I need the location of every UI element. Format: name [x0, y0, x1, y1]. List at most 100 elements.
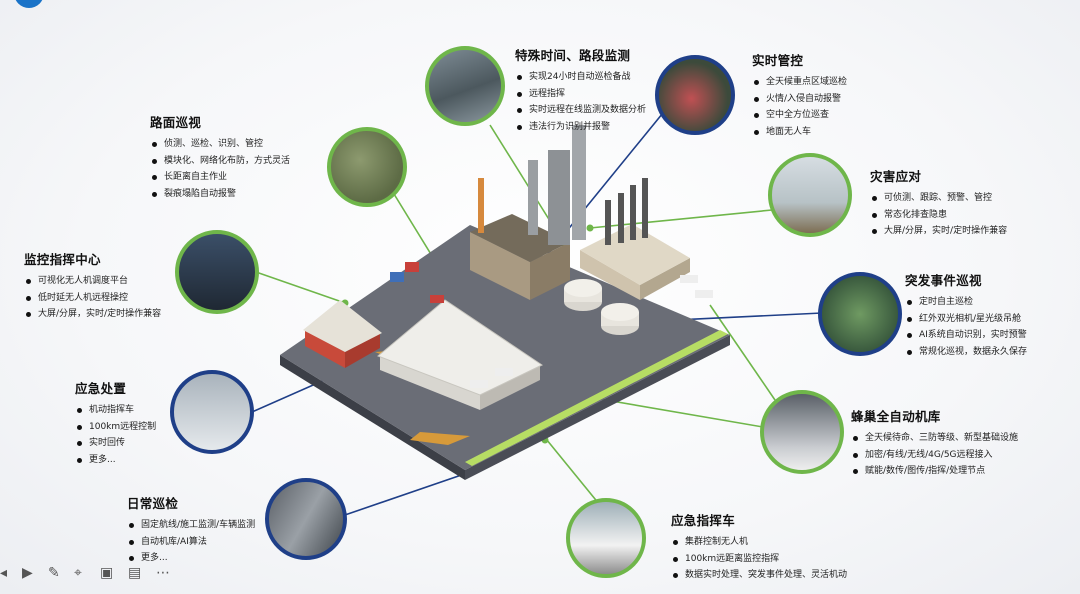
- photo-command-vehicle: [566, 498, 646, 578]
- caption-icon[interactable]: ▤: [128, 565, 142, 581]
- section-title: 蜂巢全自动机库: [851, 409, 941, 424]
- list-item: 实时回传: [75, 435, 156, 452]
- tank-1-top: [564, 279, 602, 297]
- section-title: 突发事件巡视: [905, 273, 982, 288]
- section-special-monitoring: 特殊时间、路段监测 实现24小时自动巡检备战 远程指挥 实时远程在线监测及数据分…: [515, 45, 646, 135]
- section-title: 应急指挥车: [671, 513, 736, 528]
- chimney-orange: [478, 178, 484, 233]
- truck-1: [470, 380, 488, 388]
- industrial-site-illustration: [280, 125, 730, 480]
- tank-2-top: [601, 303, 639, 321]
- list-item: 常规化巡视，数据永久保存: [905, 344, 1027, 361]
- list-item: 可侦测、跟踪、预警、管控: [870, 190, 1007, 207]
- list-item: 更多...: [127, 550, 255, 567]
- chimney-3: [630, 185, 636, 240]
- list-item: 自动机库/AI算法: [127, 534, 255, 551]
- photo-hive-hangar: [760, 390, 844, 474]
- section-title: 实时管控: [752, 53, 804, 68]
- section-command-center: 监控指挥中心 可视化无人机调度平台 低时延无人机远程操控 大屏/分屏，实时/定时…: [24, 249, 161, 323]
- camera-icon[interactable]: ▣: [100, 565, 114, 581]
- red-building-front: [305, 330, 345, 368]
- list-item: 裂痕塌陷自动报警: [150, 186, 290, 203]
- list-item: 定时自主巡检: [905, 294, 1027, 311]
- chimney-4: [642, 178, 648, 238]
- list-item: 常态化排查隐患: [870, 207, 1007, 224]
- list-item: 远程指挥: [515, 86, 646, 103]
- list-item: 全天候重点区域巡检: [752, 74, 847, 91]
- container-red-2: [430, 295, 444, 303]
- tower-1: [548, 150, 570, 245]
- list-item: 火情/入侵自动报警: [752, 91, 847, 108]
- site-base-side: [280, 355, 465, 480]
- site-base-side-right: [465, 335, 730, 480]
- section-title: 监控指挥中心: [24, 252, 101, 267]
- container-red: [405, 262, 419, 272]
- list-item: 长距离自主作业: [150, 169, 290, 186]
- photo-fixed-wing-drone: [170, 370, 254, 454]
- list-item: 机动指挥车: [75, 402, 156, 419]
- pen-icon[interactable]: ✎: [48, 565, 60, 581]
- presentation-toolbar: ◂ ▶ ✎ ⌖ ▣ ▤ ⋯: [0, 560, 200, 594]
- tower-3: [528, 160, 538, 235]
- list-item: 实时远程在线监测及数据分析: [515, 102, 646, 119]
- list-item: 数据实时处理、突发事件处理、灵活机动: [671, 567, 847, 584]
- warehouse-side: [480, 365, 540, 410]
- more-icon[interactable]: ⋯: [156, 565, 170, 581]
- factory-side: [530, 242, 570, 300]
- photo-traffic-bridge: [425, 46, 505, 126]
- list-item: 实现24小时自动巡检备战: [515, 69, 646, 86]
- list-item: 更多...: [75, 452, 156, 469]
- chimney-1: [605, 200, 611, 245]
- list-item: 红外双光相机/星光级吊舱: [905, 311, 1027, 328]
- section-title: 灾害应对: [870, 169, 922, 184]
- list-item: 空中全方位巡查: [752, 107, 847, 124]
- list-item: 固定航线/施工监测/车辆监测: [127, 517, 255, 534]
- list-item: 可视化无人机调度平台: [24, 273, 161, 290]
- list-item: 违法行为识别并报警: [515, 119, 646, 136]
- red-building-roof: [303, 300, 382, 352]
- tower-2: [572, 125, 586, 240]
- section-title: 日常巡检: [127, 496, 179, 511]
- list-item: 模块化、网络化布防，方式灵活: [150, 153, 290, 170]
- dot-disaster: [586, 224, 594, 232]
- section-title: 应急处置: [75, 381, 127, 396]
- logo-badge: [14, 0, 44, 8]
- list-item: 地面无人车: [752, 124, 847, 141]
- red-building-side: [345, 333, 380, 368]
- chimney-2: [618, 193, 624, 243]
- factory2-side: [640, 258, 690, 300]
- truck-3: [680, 275, 698, 283]
- list-item: 低时延无人机远程操控: [24, 290, 161, 307]
- list-item: 大屏/分屏，实时/定时操作兼容: [24, 306, 161, 323]
- photo-drone-flare: [768, 153, 852, 237]
- section-disaster-response: 灾害应对 可侦测、跟踪、预警、管控 常态化排查隐患 大屏/分屏，实时/定时操作兼…: [870, 166, 1007, 240]
- list-item: 大屏/分屏，实时/定时操作兼容: [870, 223, 1007, 240]
- line-command: [255, 271, 346, 304]
- yellow-stripe-1: [410, 432, 470, 445]
- list-item: AI系统自动识别，实时预警: [905, 327, 1027, 344]
- factory2-front: [580, 250, 640, 300]
- focus-icon[interactable]: ⌖: [74, 565, 82, 581]
- green-strip: [465, 330, 728, 466]
- section-road-patrol: 路面巡视 侦测、巡检、识别、管控 模块化、网络化布防，方式灵活 长距离自主作业 …: [150, 112, 290, 202]
- photo-aerial-terrain: [327, 127, 407, 207]
- warehouse-front: [380, 355, 480, 410]
- factory-front: [470, 232, 530, 300]
- line-daily: [341, 469, 477, 517]
- list-item: 100km远距离监控指挥: [671, 551, 847, 568]
- prev-icon[interactable]: ◂: [0, 565, 8, 581]
- list-item: 加密/有线/无线/4G/5G远程接入: [851, 447, 1018, 464]
- photo-aerial-campus: [818, 272, 902, 356]
- photo-control-room: [175, 230, 259, 314]
- section-hive-hangar: 蜂巢全自动机库 全天候待命、三防等级、新型基础设施 加密/有线/无线/4G/5G…: [851, 406, 1018, 480]
- section-daily-inspection: 日常巡检 固定航线/施工监测/车辆监测 自动机库/AI算法 更多...: [127, 493, 255, 567]
- line-sudden-green: [709, 304, 776, 401]
- truck-2: [495, 368, 513, 376]
- section-title: 特殊时间、路段监测: [515, 48, 631, 63]
- container-blue: [390, 272, 404, 282]
- section-realtime-control: 实时管控 全天候重点区域巡检 火情/入侵自动报警 空中全方位巡查 地面无人车: [752, 50, 847, 140]
- play-icon[interactable]: ▶: [22, 565, 33, 581]
- truck-4: [695, 290, 713, 298]
- list-item: 赋能/数传/图传/指挥/处理节点: [851, 463, 1018, 480]
- factory-roof: [470, 214, 570, 262]
